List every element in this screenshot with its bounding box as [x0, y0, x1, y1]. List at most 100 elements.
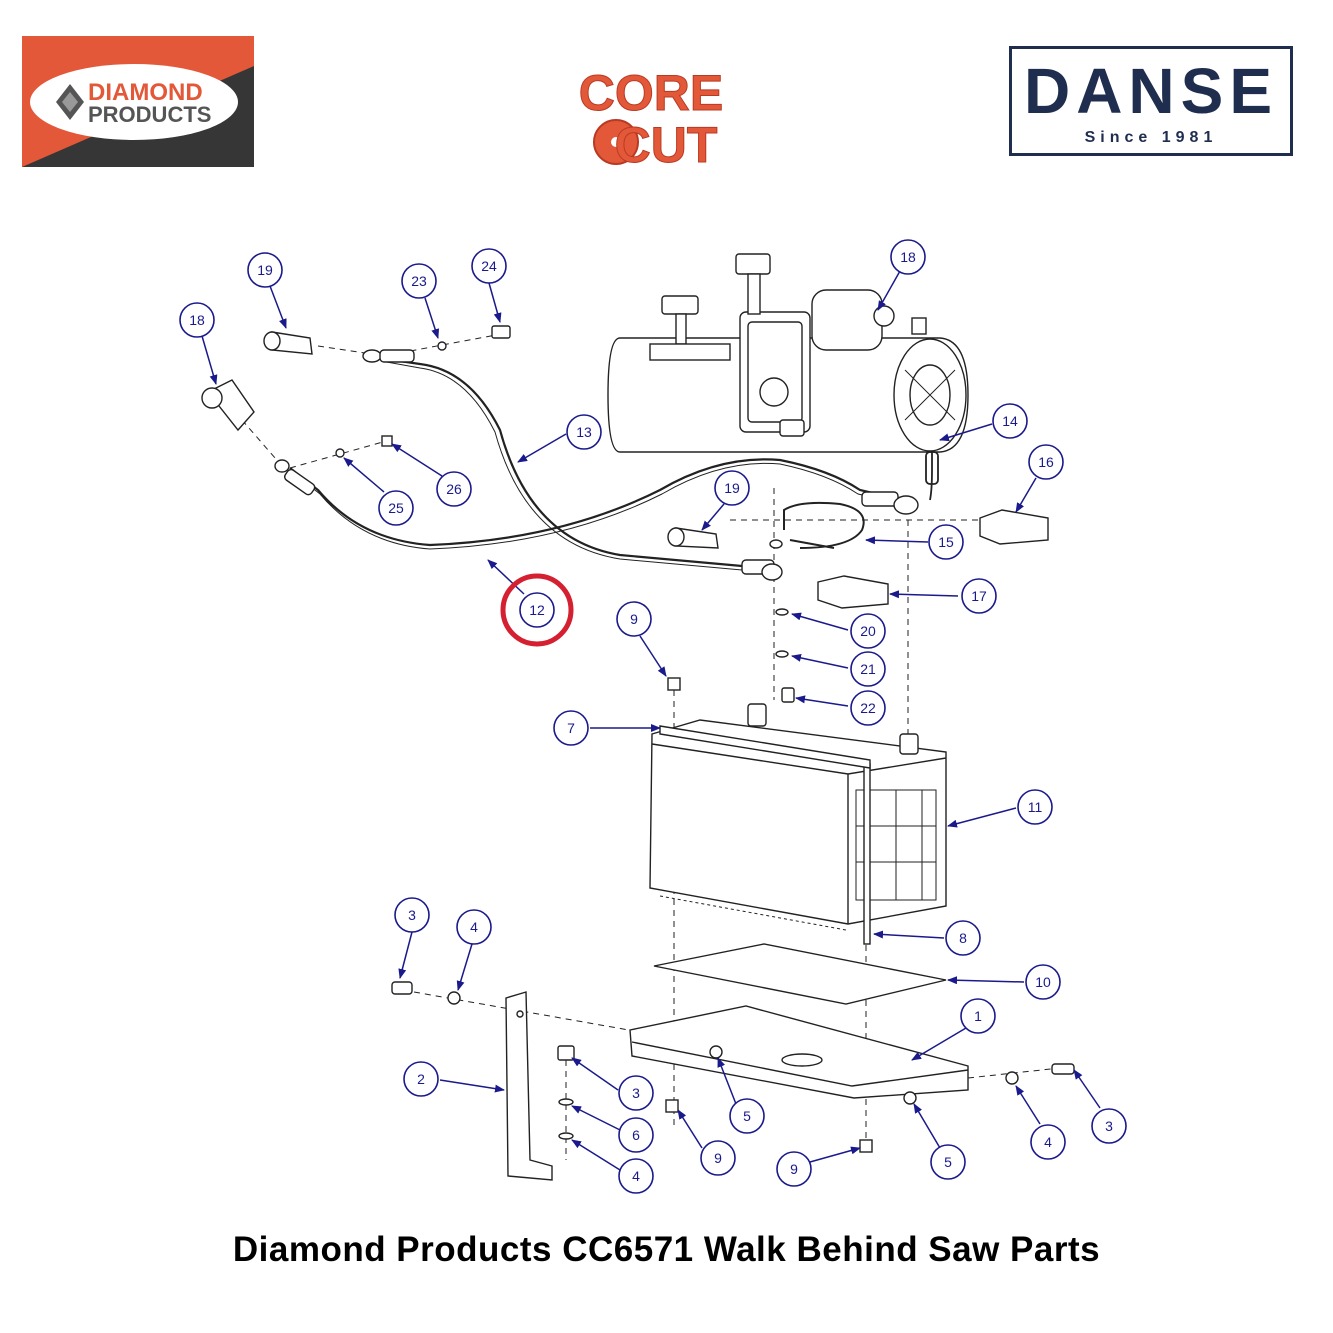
callout-circle — [618, 1075, 654, 1111]
bolt-washer-left — [391, 981, 461, 1005]
callout-circle — [566, 414, 602, 450]
callout-circle — [930, 1144, 966, 1180]
callout-circle — [618, 1117, 654, 1153]
callout-5: 5 — [729, 1098, 765, 1134]
terminal-boot-part-19-middle — [667, 527, 719, 549]
callout-circle — [1091, 1108, 1127, 1144]
cable-lug-part-17-end — [741, 559, 783, 581]
callout-circle — [850, 690, 886, 726]
hold-down-rod-part-8 — [863, 763, 871, 945]
callout-19: 19 — [714, 470, 750, 506]
cable-lug-upper — [362, 349, 415, 363]
callout-label: 18 — [900, 249, 916, 265]
callout-circle — [1025, 964, 1061, 1000]
callout-circle — [179, 302, 215, 338]
diamond-products-wordmark-line1: DIAMOND — [88, 79, 203, 106]
callout-9: 9 — [776, 1151, 812, 1187]
callout-13: 13 — [566, 414, 602, 450]
callout-label: 9 — [714, 1150, 722, 1166]
callout-label: 15 — [938, 534, 954, 550]
page-caption: Diamond Products CC6571 Walk Behind Saw … — [232, 1230, 1101, 1269]
callout-circle — [945, 920, 981, 956]
callout-4: 4 — [618, 1158, 654, 1194]
cable-lug-part-16-end — [861, 491, 919, 515]
callout-label: 20 — [860, 623, 876, 639]
callout-1: 1 — [960, 998, 996, 1034]
callout-4: 4 — [1030, 1124, 1066, 1160]
callout-14: 14 — [992, 403, 1028, 439]
callout-label: 23 — [411, 273, 427, 289]
callout-18: 18 — [890, 239, 926, 275]
callout-3: 3 — [394, 897, 430, 933]
hardware-fasteners — [335, 325, 795, 703]
core-cut-logo: CORE CUT — [578, 65, 723, 171]
callout-label: 10 — [1035, 974, 1051, 990]
callout-circle — [394, 897, 430, 933]
diamond-mark-icon — [56, 84, 84, 120]
callout-circle — [403, 1061, 439, 1097]
callout-circle — [456, 909, 492, 945]
callout-24: 24 — [471, 248, 507, 284]
battery-mat-part-10 — [653, 943, 947, 1005]
callout-label: 19 — [257, 262, 273, 278]
callout-circle — [471, 248, 507, 284]
callout-8: 8 — [945, 920, 981, 956]
cable-part-14 — [925, 451, 939, 501]
callout-label: 6 — [632, 1127, 640, 1143]
danse-wordmark: DANSE — [1023, 55, 1279, 127]
diamond-products-logo: DIAMOND PRODUCTS — [22, 36, 254, 167]
callout-label: 12 — [529, 602, 545, 618]
bracket-hardware-stack — [557, 1045, 873, 1153]
highlight-ring-part-12 — [500, 573, 574, 647]
callout-19: 19 — [247, 252, 283, 288]
callout-label: 8 — [959, 930, 967, 946]
battery-tray-part-1 — [629, 1005, 969, 1105]
callout-label: 4 — [1044, 1134, 1052, 1150]
callout-20: 20 — [850, 613, 886, 649]
callout-circle — [436, 471, 472, 507]
cable-lug-left — [274, 459, 316, 496]
terminal-boot-part-18-left — [201, 379, 255, 432]
callout-circle — [928, 524, 964, 560]
pump-motor-assembly — [607, 253, 969, 453]
callout-leader-lines — [201, 270, 1101, 1171]
callout-circle — [850, 651, 886, 687]
callout-label: 18 — [189, 312, 205, 328]
callout-circle — [776, 1151, 812, 1187]
callout-25: 25 — [378, 490, 414, 526]
callout-circle — [378, 490, 414, 526]
battery-cable-part-12 — [289, 458, 903, 550]
callout-4: 4 — [456, 909, 492, 945]
callout-label: 14 — [1002, 413, 1018, 429]
callout-15: 15 — [928, 524, 964, 560]
callout-6: 6 — [618, 1117, 654, 1153]
callout-label: 5 — [743, 1108, 751, 1124]
callout-circle — [1030, 1124, 1066, 1160]
terminal-boot-part-19-upper — [263, 331, 313, 355]
callout-circle — [616, 601, 652, 637]
callout-5: 5 — [930, 1144, 966, 1180]
terminal-cover-part-16 — [979, 509, 1049, 545]
callout-9: 9 — [700, 1140, 736, 1176]
callout-label: 19 — [724, 480, 740, 496]
callout-circle — [401, 263, 437, 299]
callout-label: 4 — [470, 919, 478, 935]
danse-since-text: Since 1981 — [1084, 129, 1218, 146]
callout-circle — [960, 998, 996, 1034]
callout-23: 23 — [401, 263, 437, 299]
callout-11: 11 — [1017, 789, 1053, 825]
callout-label: 24 — [481, 258, 497, 274]
callout-circle — [553, 710, 589, 746]
terminal-cover-part-17 — [817, 575, 889, 609]
callout-circle — [729, 1098, 765, 1134]
callout-10: 10 — [1025, 964, 1061, 1000]
callout-label: 9 — [790, 1161, 798, 1177]
callout-3: 3 — [618, 1075, 654, 1111]
callout-label: 3 — [408, 907, 416, 923]
bolt-washer-right — [1005, 1063, 1075, 1085]
callout-7: 7 — [553, 710, 589, 746]
callout-circle — [992, 403, 1028, 439]
callout-18: 18 — [179, 302, 215, 338]
callout-label: 2 — [417, 1071, 425, 1087]
